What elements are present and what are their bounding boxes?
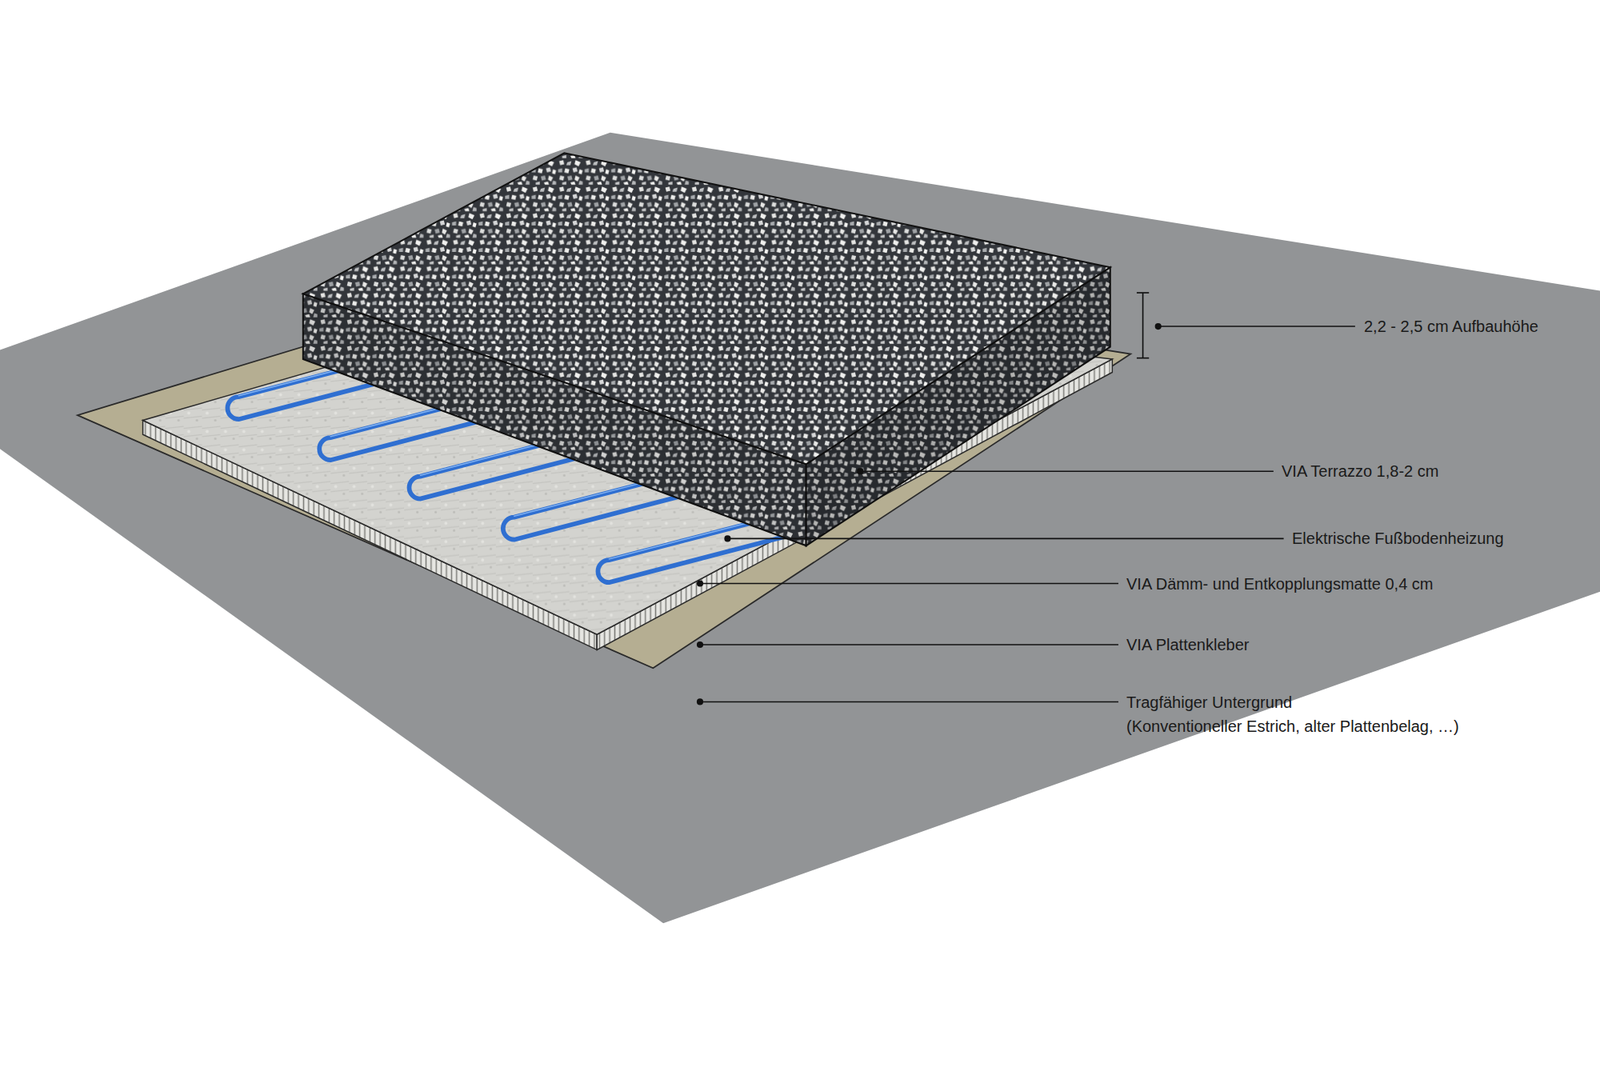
line-spacer	[1350, 690, 1575, 715]
dimension-label: 2,2 - 2,5 cm Aufbauhöhe	[1364, 314, 1539, 339]
layer-label: VIA Terrazzo 1,8-2 cm	[1281, 459, 1439, 484]
terrazzo-shade	[303, 293, 807, 546]
layer-label: Tragfähiger Untergrund (Konventioneller …	[1126, 690, 1575, 739]
layer-label: VIA Plattenkleber	[1126, 632, 1249, 657]
layer-label: Elektrische Fußbodenheizung	[1292, 526, 1504, 551]
substrate	[0, 132, 1600, 924]
terrazzo-shade	[806, 267, 1111, 546]
leader-dot	[696, 323, 1162, 705]
leader-line	[700, 326, 1356, 702]
layer-label: VIA Dämm- und Entkopplungsmatte 0,4 cm	[1126, 572, 1434, 596]
dimension-bracket	[1136, 292, 1149, 359]
